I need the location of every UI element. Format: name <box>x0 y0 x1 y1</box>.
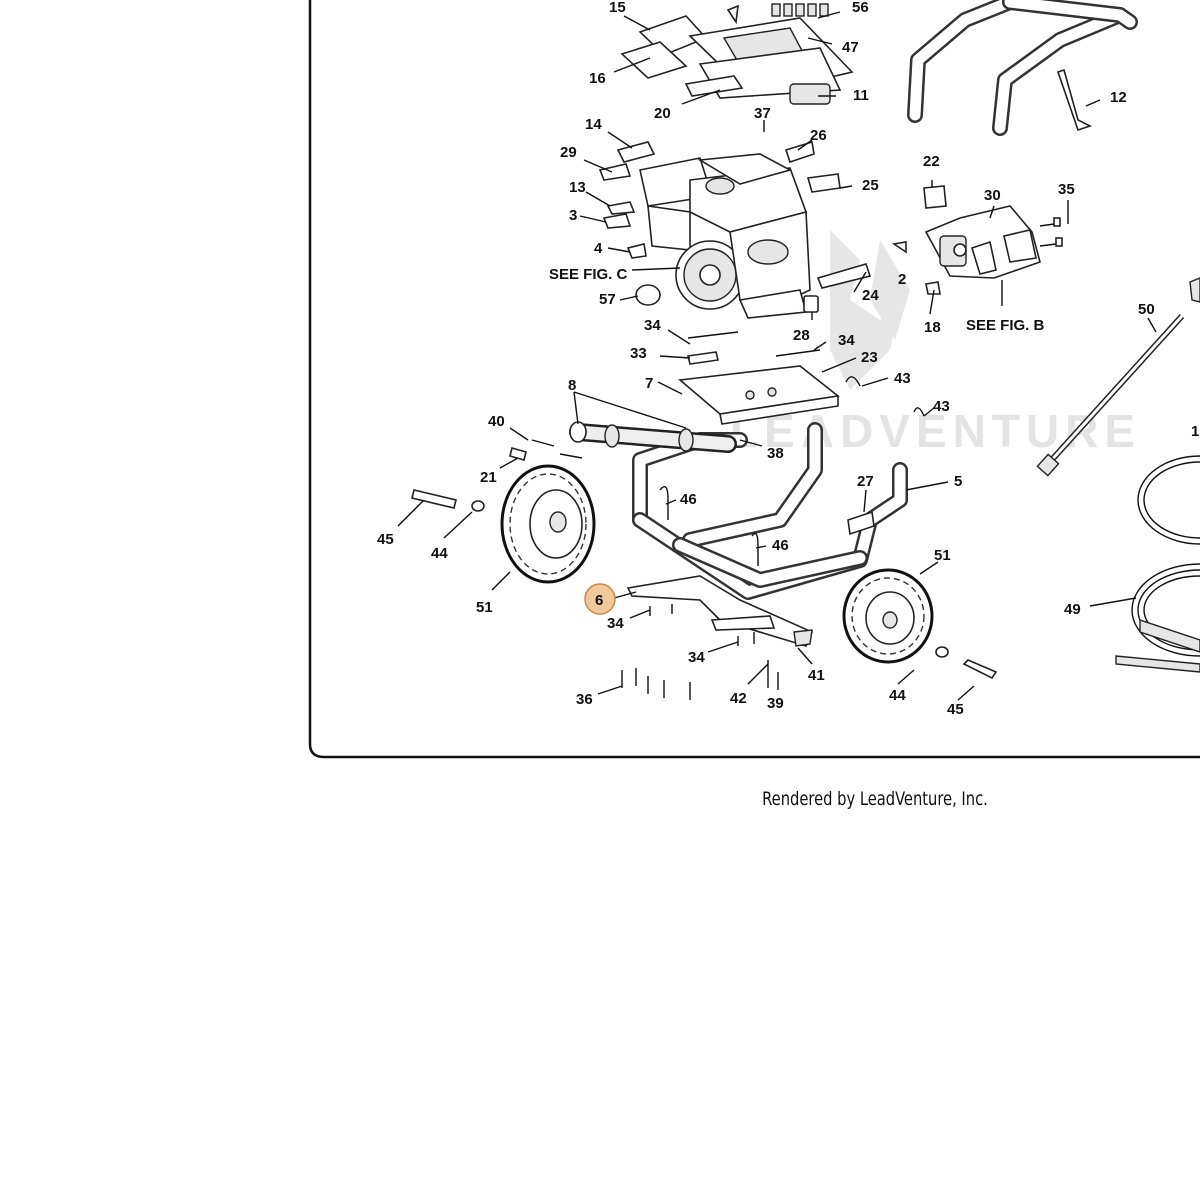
callout-38[interactable]: 38 <box>767 445 784 462</box>
callout-46b[interactable]: 46 <box>772 537 789 554</box>
callout-39[interactable]: 39 <box>767 695 784 712</box>
callout-20[interactable]: 20 <box>654 105 671 122</box>
callout-29[interactable]: 29 <box>560 144 577 161</box>
callout-7[interactable]: 7 <box>645 375 653 392</box>
hardware <box>411 331 998 700</box>
leader-lines <box>397 11 1157 701</box>
callout-51b[interactable]: 51 <box>476 599 493 616</box>
callout-33[interactable]: 33 <box>630 345 647 362</box>
callout-50[interactable]: 50 <box>1138 301 1155 318</box>
callout-43b[interactable]: 43 <box>933 398 950 415</box>
spray-wand <box>1036 277 1200 477</box>
callout-44a[interactable]: 44 <box>431 545 448 562</box>
callout-5[interactable]: 5 <box>954 473 962 490</box>
callout-11[interactable]: 11 <box>853 87 869 104</box>
callout-27[interactable]: 27 <box>857 473 874 490</box>
callout-45a[interactable]: 45 <box>377 531 394 548</box>
highlighted-callout-circle[interactable] <box>584 583 616 615</box>
callout-21[interactable]: 21 <box>480 469 497 486</box>
callout-37[interactable]: 37 <box>754 105 771 122</box>
callout-43a[interactable]: 43 <box>894 370 911 387</box>
callout-23[interactable]: 23 <box>861 349 878 366</box>
callout-8[interactable]: 8 <box>568 377 576 394</box>
callout-2[interactable]: 2 <box>898 271 906 288</box>
rendered-by-credit: Rendered by LeadVenture, Inc. <box>762 788 988 810</box>
handle <box>907 0 1138 136</box>
see-fig-b[interactable]: SEE FIG. B <box>966 317 1045 334</box>
axle <box>569 421 737 453</box>
callout-28[interactable]: 28 <box>793 327 810 344</box>
callout-30[interactable]: 30 <box>984 187 1001 204</box>
callout-14[interactable]: 14 <box>585 116 602 133</box>
callout-41[interactable]: 41 <box>808 667 825 684</box>
frame <box>632 422 908 600</box>
callout-24[interactable]: 24 <box>862 287 879 304</box>
callout-3[interactable]: 3 <box>569 207 577 224</box>
callout-47[interactable]: 47 <box>842 39 859 56</box>
wheel-left <box>500 464 596 584</box>
callout-45b[interactable]: 45 <box>947 701 964 718</box>
callout-1[interactable]: 1 <box>1191 423 1199 440</box>
callout-34a[interactable]: 34 <box>644 317 661 334</box>
callout-labels: 15 56 47 16 11 20 37 12 14 26 29 25 22 3… <box>377 0 1199 718</box>
callout-46a[interactable]: 46 <box>680 491 697 508</box>
diagram-frame <box>308 0 1200 759</box>
callout-34d[interactable]: 34 <box>688 649 705 666</box>
callout-34c[interactable]: 34 <box>607 615 624 632</box>
callout-13[interactable]: 13 <box>569 179 586 196</box>
callout-51a[interactable]: 51 <box>934 547 951 564</box>
control-panel <box>620 3 854 105</box>
callout-18[interactable]: 18 <box>924 319 941 336</box>
callout-57[interactable]: 57 <box>599 291 616 308</box>
watermark-text: LEADVENTURE <box>730 405 1141 457</box>
callout-12[interactable]: 12 <box>1110 89 1127 106</box>
decals <box>598 140 947 313</box>
callout-6[interactable]: 6 <box>595 592 603 609</box>
callout-16[interactable]: 16 <box>589 70 606 87</box>
callout-34b[interactable]: 34 <box>838 332 855 349</box>
callout-35[interactable]: 35 <box>1058 181 1075 198</box>
wheel-right <box>842 568 934 664</box>
callout-26[interactable]: 26 <box>810 127 827 144</box>
callout-40[interactable]: 40 <box>488 413 505 430</box>
callout-22[interactable]: 22 <box>923 153 940 170</box>
hose-coils <box>1115 455 1200 673</box>
engine <box>639 153 811 319</box>
callout-44b[interactable]: 44 <box>889 687 906 704</box>
callout-49[interactable]: 49 <box>1064 601 1081 618</box>
foot-bracket <box>626 575 814 647</box>
callout-36[interactable]: 36 <box>576 691 593 708</box>
callout-15[interactable]: 15 <box>609 0 626 16</box>
base-plate <box>678 351 840 425</box>
callout-42[interactable]: 42 <box>730 690 747 707</box>
pump <box>924 205 1063 295</box>
callout-4[interactable]: 4 <box>594 240 603 257</box>
callout-25[interactable]: 25 <box>862 177 879 194</box>
see-fig-c[interactable]: SEE FIG. C <box>549 266 628 283</box>
callout-56[interactable]: 56 <box>852 0 869 16</box>
